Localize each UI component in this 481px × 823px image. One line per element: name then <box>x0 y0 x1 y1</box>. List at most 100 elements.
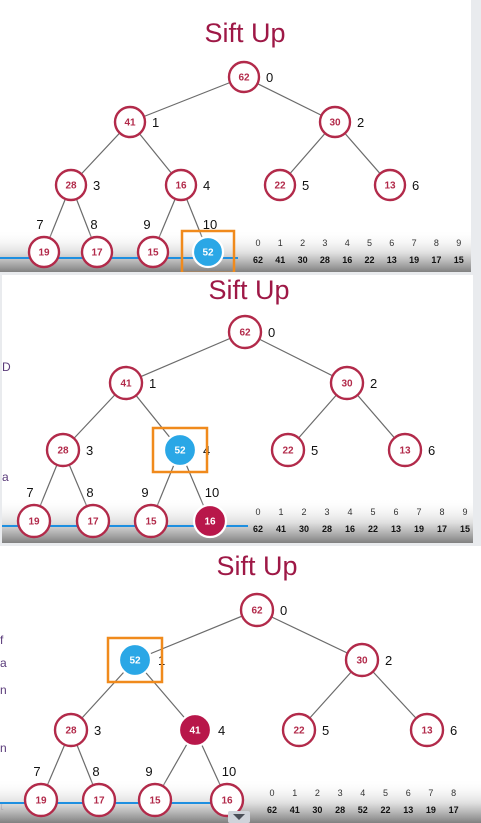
node-index-label: 8 <box>90 217 97 232</box>
node-circle <box>263 168 297 202</box>
node-index-label: 9 <box>143 217 150 232</box>
node-value: 16 <box>204 517 216 528</box>
node-circle <box>177 712 213 748</box>
array-index-label: 6 <box>406 788 411 798</box>
slide-title: Sift Up <box>208 275 289 305</box>
tree-edge <box>134 609 258 661</box>
node-index-label: 4 <box>218 723 225 738</box>
node-index-label: 10 <box>222 764 236 779</box>
node-index-label: 3 <box>93 178 100 193</box>
node-value: 41 <box>120 379 132 390</box>
node-circle <box>54 168 88 202</box>
node-value: 13 <box>421 726 433 737</box>
partial-side-text: n <box>0 741 7 755</box>
node-value: 52 <box>129 656 141 667</box>
node-value: 19 <box>35 796 47 807</box>
array-value-cell: 22 <box>364 255 374 265</box>
node-index-label: 2 <box>385 653 392 668</box>
partial-side-text: f <box>0 633 4 647</box>
node-value: 17 <box>93 796 105 807</box>
partial-side-text: n <box>0 683 7 697</box>
chevron-down-shape[interactable] <box>233 814 245 820</box>
node-circle <box>373 168 407 202</box>
node-index-label: 7 <box>26 485 33 500</box>
node-value: 30 <box>329 118 341 129</box>
node-index-label: 10 <box>203 217 217 232</box>
node-circle <box>239 592 275 628</box>
array-index-label: 3 <box>324 507 329 517</box>
node-value: 22 <box>282 446 294 457</box>
player-control-strip[interactable] <box>0 230 471 272</box>
node-index-label: 0 <box>268 325 275 340</box>
chevron-down-icon[interactable] <box>228 811 250 823</box>
node-circle <box>281 712 317 748</box>
tree-edge <box>243 76 336 123</box>
array-index-label: 2 <box>301 507 306 517</box>
node-value: 16 <box>221 796 233 807</box>
heap-node-9: 15 9 <box>136 217 170 269</box>
heap-node-6: 13 6 <box>409 712 457 748</box>
array-value-cell: 13 <box>403 805 413 815</box>
array-index-label: 0 <box>255 507 260 517</box>
array-index-label: 7 <box>428 788 433 798</box>
node-index-label: 7 <box>36 217 43 232</box>
node-circle <box>209 782 245 818</box>
array-value-cell: 15 <box>460 524 470 534</box>
node-circle <box>27 235 61 269</box>
array-value-cell: 16 <box>345 524 355 534</box>
node-value: 28 <box>57 446 69 457</box>
node-index-label: 2 <box>370 376 377 391</box>
array-value-cell: 62 <box>253 255 263 265</box>
array-index-label: 7 <box>412 238 417 248</box>
array-index-label: 0 <box>269 788 274 798</box>
array-value-cell: 52 <box>358 805 368 815</box>
node-circle <box>113 105 147 139</box>
array-value-cell: 28 <box>322 524 332 534</box>
array-value-cell: 41 <box>275 255 285 265</box>
array-value-cell: 17 <box>431 255 441 265</box>
node-index-label: 6 <box>412 178 419 193</box>
array-value-cell: 19 <box>414 524 424 534</box>
node-index-label: 10 <box>205 485 219 500</box>
node-index-label: 9 <box>141 485 148 500</box>
current-node-focus-box <box>106 636 164 684</box>
node-circle <box>117 642 153 678</box>
current-node-focus-box <box>180 229 236 272</box>
node-value: 13 <box>384 181 396 192</box>
node-index-label: 8 <box>86 485 93 500</box>
node-value: 41 <box>124 118 136 129</box>
heap-node-6: 13 6 <box>373 168 419 202</box>
node-value: 41 <box>189 726 201 737</box>
array-value-cell: 28 <box>335 805 345 815</box>
player-control-strip[interactable] <box>2 498 473 543</box>
array-index-label: 4 <box>345 238 350 248</box>
array-index-label: 6 <box>393 507 398 517</box>
array-index-label: 4 <box>347 507 352 517</box>
slide-background <box>0 0 471 272</box>
array-index-label: 1 <box>292 788 297 798</box>
node-circle <box>227 314 263 350</box>
heap-node-8: 178 <box>81 764 117 818</box>
array-index-label: 6 <box>389 238 394 248</box>
node-value: 15 <box>149 796 161 807</box>
node-index-label: 6 <box>450 723 457 738</box>
array-index-label: 4 <box>360 788 365 798</box>
node-circle <box>108 365 144 401</box>
array-index-label: 3 <box>322 238 327 248</box>
node-circle <box>80 235 114 269</box>
node-value: 62 <box>251 606 263 617</box>
node-value: 62 <box>238 73 250 84</box>
heap-node-7: 197 <box>23 764 59 818</box>
node-value: 15 <box>147 248 159 259</box>
